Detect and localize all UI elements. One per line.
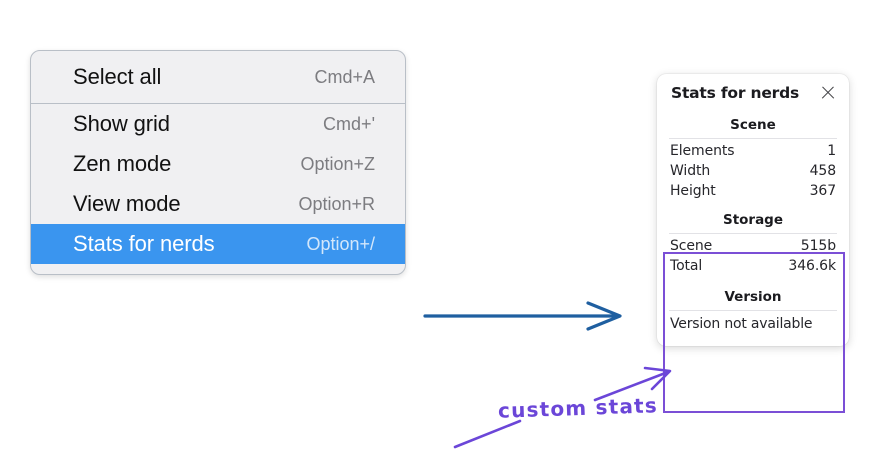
stat-key: Height xyxy=(670,183,716,199)
stats-for-nerds-panel: Stats for nerds Scene Elements 1 Width 4… xyxy=(657,74,849,346)
menu-item-shortcut: Cmd+A xyxy=(314,67,375,87)
stat-row-width: Width 458 xyxy=(657,161,849,181)
menu-item-stats-for-nerds[interactable]: Stats for nerds Option+/ xyxy=(31,224,405,264)
menu-item-shortcut: Option+Z xyxy=(300,154,375,174)
stat-value: 1 xyxy=(827,143,836,159)
version-note: Version not available xyxy=(670,316,813,332)
menu-item-label: Stats for nerds xyxy=(73,231,215,256)
section-divider xyxy=(669,138,837,139)
menu-item-label: Select all xyxy=(73,64,162,89)
menu-separator xyxy=(31,103,405,104)
context-menu[interactable]: Select all Cmd+A Show grid Cmd+' Zen mod… xyxy=(30,50,406,275)
menu-item-shortcut: Option+/ xyxy=(306,234,375,254)
menu-item-label: Zen mode xyxy=(73,151,172,176)
menu-group-1: Select all Cmd+A xyxy=(31,57,405,97)
panel-header: Stats for nerds xyxy=(657,84,849,102)
section-heading-storage: Storage xyxy=(722,212,784,228)
stat-row-storage-total: Total 346.6k xyxy=(657,256,849,276)
menu-item-label: Show grid xyxy=(73,111,170,136)
stat-key: Elements xyxy=(670,143,735,159)
stat-row-storage-scene: Scene 515b xyxy=(657,236,849,256)
annotation-arrow-lower xyxy=(453,419,522,449)
stat-key: Width xyxy=(670,163,711,179)
stat-row-height: Height 367 xyxy=(657,181,849,201)
menu-group-2: Show grid Cmd+' Zen mode Option+Z View m… xyxy=(31,104,405,264)
menu-item-zen-mode[interactable]: Zen mode Option+Z xyxy=(31,144,405,184)
menu-item-view-mode[interactable]: View mode Option+R xyxy=(31,184,405,224)
stat-value: 367 xyxy=(809,183,837,199)
menu-item-shortcut: Option+R xyxy=(298,194,375,214)
menu-item-show-grid[interactable]: Show grid Cmd+' xyxy=(31,104,405,144)
stat-value: 346.6k xyxy=(788,258,836,274)
annotation-note-custom-stats: custom stats xyxy=(497,393,659,423)
close-icon[interactable] xyxy=(819,84,837,102)
stat-key: Total xyxy=(670,258,703,274)
stat-value: 458 xyxy=(809,163,837,179)
section-heading-scene: Scene xyxy=(730,117,776,133)
menu-item-select-all[interactable]: Select all Cmd+A xyxy=(31,57,405,97)
stat-value: 515b xyxy=(800,238,836,254)
panel-title: Stats for nerds xyxy=(671,84,800,102)
flow-arrow-blue xyxy=(423,301,622,331)
stat-row-elements: Elements 1 xyxy=(657,141,849,161)
menu-item-shortcut: Cmd+' xyxy=(323,114,375,134)
section-divider xyxy=(669,310,837,311)
section-heading-version: Version xyxy=(724,289,782,305)
menu-item-label: View mode xyxy=(73,191,181,216)
section-divider xyxy=(669,233,837,234)
stat-key: Scene xyxy=(670,238,713,254)
